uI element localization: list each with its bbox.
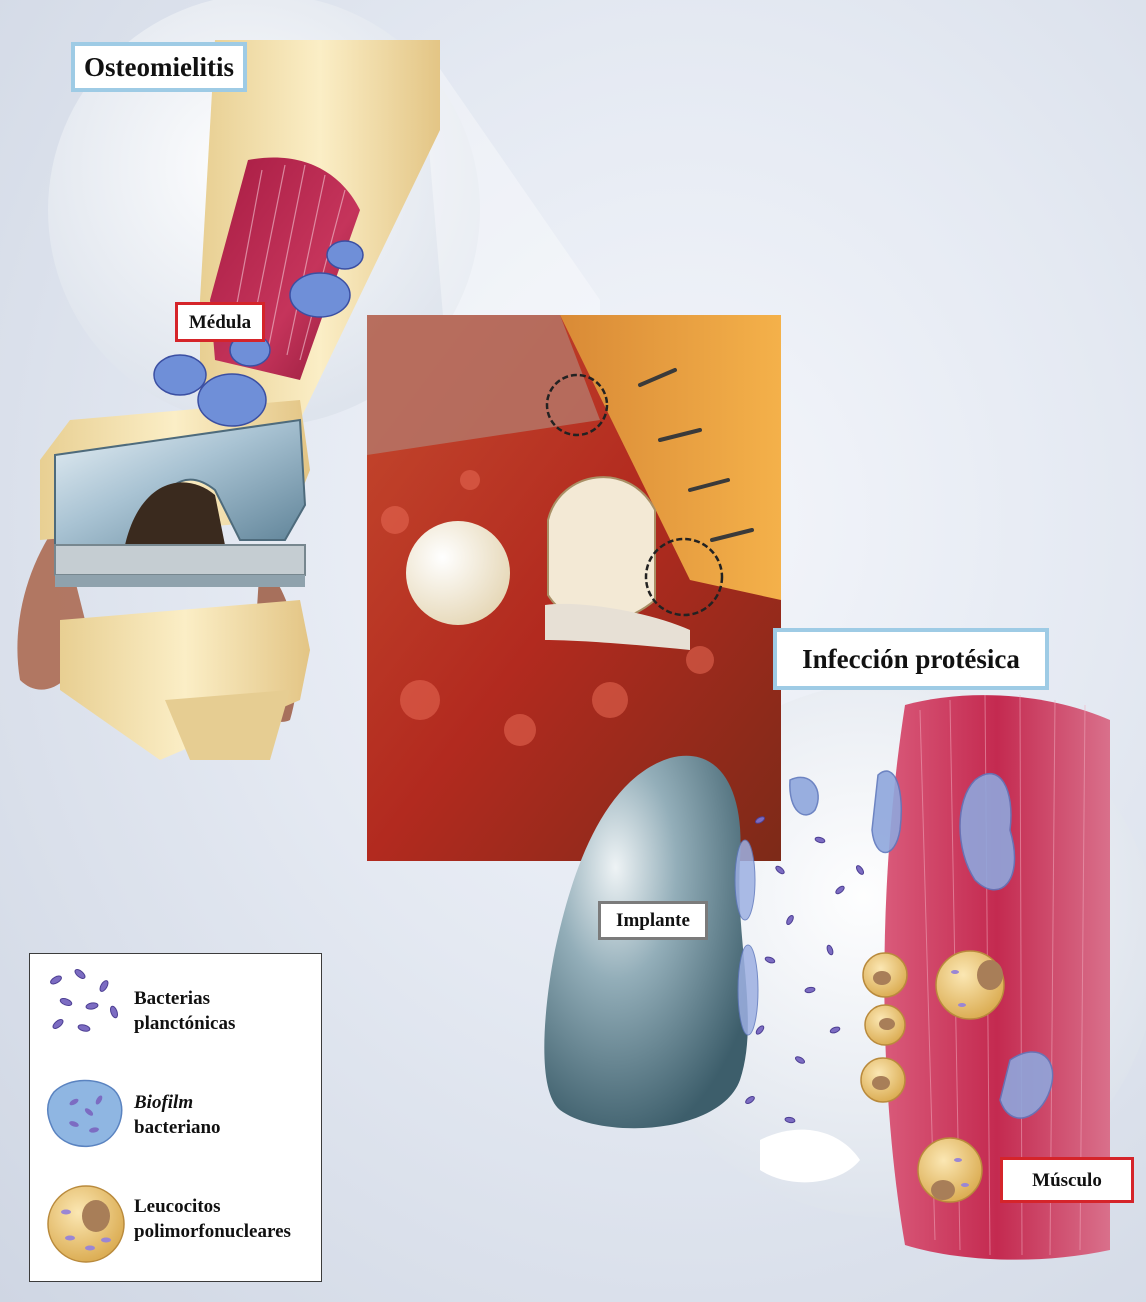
- legend-item-leukocyte: Leucocitos polimorfonucleares: [30, 1182, 320, 1277]
- tibial-tray: [55, 575, 305, 587]
- legend-planktonic-line2: planctónicas: [134, 1011, 235, 1036]
- legend-planktonic-line1: Bacterias: [134, 986, 235, 1011]
- legend-biofilm-line1: Biofilm: [134, 1090, 221, 1115]
- tibial-insert: [55, 545, 305, 575]
- prosthetic-infection-label: Infección protésica: [773, 628, 1049, 690]
- legend-item-planktonic: Bacterias planctónicas: [30, 966, 320, 1056]
- legend-item-biofilm: Biofilm bacteriano: [30, 1072, 320, 1172]
- implant-label: Implante: [598, 901, 708, 940]
- legend: Bacterias planctónicas Biofilm bacterian…: [29, 953, 322, 1282]
- legend-biofilm-line2: bacteriano: [134, 1115, 221, 1140]
- marrow-label: Médula: [175, 302, 265, 342]
- planktonic-bacteria-icon: [44, 966, 124, 1036]
- leukocyte-icon: [44, 1182, 128, 1266]
- muscle-label: Músculo: [1000, 1157, 1134, 1203]
- osteomyelitis-label: Osteomielitis: [71, 42, 247, 92]
- legend-leukocyte-line2: polimorfonucleares: [134, 1219, 291, 1244]
- legend-leukocyte-line1: Leucocitos: [134, 1194, 291, 1219]
- photo-metal-prosthesis: [548, 477, 655, 622]
- biofilm-icon: [44, 1072, 128, 1152]
- photo-spacer-ball: [406, 521, 510, 625]
